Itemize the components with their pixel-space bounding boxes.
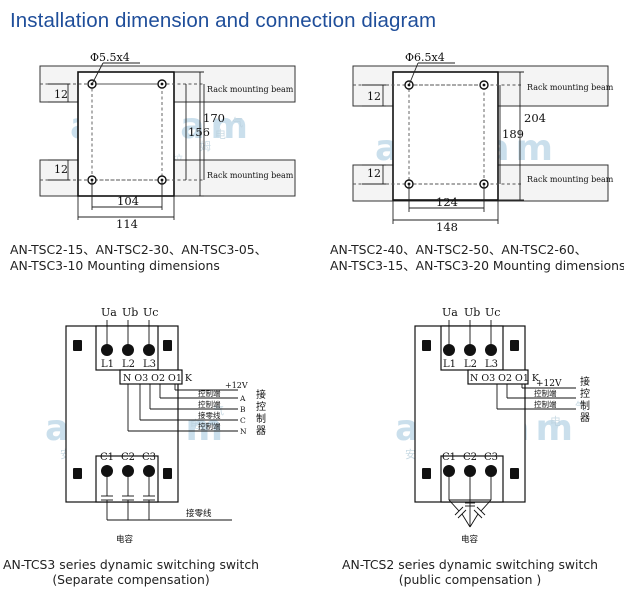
- watermark-cn-5: 气: [232, 115, 243, 129]
- controller-char-2: 制: [580, 399, 590, 412]
- caption-mount-right-line2: AN-TSC3-15、AN-TSC3-20 Mounting dimension…: [330, 258, 624, 273]
- caption-wiring-right-line2: (public compensation ): [398, 572, 542, 587]
- watermark-cn-17: 气: [575, 399, 586, 413]
- neutral-label: 接零线: [186, 508, 212, 519]
- beam-label-bottom: Rack mounting beam: [527, 175, 614, 184]
- beam-label-top: Rack mounting beam: [207, 85, 294, 94]
- dim-156: 156: [188, 125, 210, 139]
- controller-char-0: 接: [256, 388, 266, 401]
- terminal-l3: [485, 344, 497, 356]
- terminal-label-c2: C2: [121, 452, 135, 463]
- terminal-label-c2: C2: [463, 452, 477, 463]
- caption-wiring-right-line1: AN-TCS2 series dynamic switching switch: [341, 557, 598, 572]
- mount-plate: [392, 71, 499, 201]
- controller-char-2: 制: [256, 412, 266, 425]
- mount-plate: [77, 71, 175, 197]
- ctrl-letter-a: A: [239, 394, 246, 403]
- dim-189: 189: [502, 127, 524, 141]
- hole-spec-label: Φ6.5x4: [405, 51, 445, 64]
- terminal-label-l2: L2: [122, 359, 135, 370]
- ctrl-letter-b: B: [240, 405, 246, 414]
- terminal-c2: [464, 465, 476, 477]
- input-uc: Uc: [143, 306, 158, 319]
- caption-wiring-left-line2: (Separate compensation): [52, 572, 210, 587]
- ctrl-letter-n: N: [240, 427, 247, 436]
- mounting-drawing-left: Φ5.5x4 12 12 156 170 Rack mounting beam …: [39, 51, 296, 231]
- input-ua: Ua: [101, 306, 117, 319]
- dim-12-top: 12: [54, 88, 68, 101]
- dim-114: 114: [116, 217, 138, 231]
- dim-170: 170: [203, 111, 225, 125]
- terminal-label-l2: L2: [464, 359, 477, 370]
- watermark-cn-16: 电: [550, 415, 561, 428]
- control-terminal-labels: N O3 O2 O1 K: [470, 373, 540, 384]
- mounting-drawing-right: Φ6.5x4 12 12 204 189 Rack mounting beam …: [352, 51, 614, 234]
- ctrl-line-3: 控制端: [198, 421, 221, 431]
- terminal-l1: [443, 344, 455, 356]
- terminal-l3: [143, 344, 155, 356]
- beam-label-top: Rack mounting beam: [527, 83, 614, 92]
- dim-148: 148: [436, 220, 458, 234]
- caption-mount-left-line1: AN-TSC2-15、AN-TSC2-30、AN-TSC3-05、: [10, 242, 268, 257]
- control-terminal-labels: N O3 O2 O1 K: [123, 373, 193, 384]
- watermark-cn-10: 电: [190, 418, 201, 431]
- input-uc: Uc: [485, 306, 500, 319]
- caption-mount-left-line2: AN-TSC3-10 Mounting dimensions: [10, 258, 220, 273]
- terminal-label-l1: L1: [101, 359, 114, 370]
- controller-char-1: 控: [580, 387, 590, 400]
- terminal-l2: [464, 344, 476, 356]
- terminal-c1: [101, 465, 113, 477]
- plus-12v-label: +12V: [225, 381, 248, 390]
- dim-204: 204: [524, 111, 546, 125]
- wiring-diagram-right: Ua Ub Uc L1 L2 L3 N O3 O2 O1 K +12V 控制端 …: [414, 306, 590, 545]
- terminal-l2: [122, 344, 134, 356]
- terminal-c2: [122, 465, 134, 477]
- dim-12-bottom: 12: [54, 163, 68, 176]
- caption-mount-right-line1: AN-TSC2-40、AN-TSC2-50、AN-TSC2-60、: [330, 242, 588, 257]
- watermark-cn-4: 电: [215, 128, 226, 141]
- controller-char-3: 器: [256, 425, 266, 437]
- ctrl-line-0: 控制端: [198, 388, 221, 398]
- watermark-cn-11: 气: [213, 403, 224, 417]
- watermark-cn-12: 安: [405, 447, 416, 461]
- ctrl-line-2: 接零线: [198, 410, 221, 420]
- terminal-label-l1: L1: [443, 359, 456, 370]
- terminal-label-l3: L3: [485, 359, 498, 370]
- caption-wiring-left-line1: AN-TCS3 series dynamic switching switch: [2, 557, 259, 572]
- terminal-label-c1: C1: [100, 452, 114, 463]
- dim-104: 104: [117, 194, 139, 208]
- plus-12v-label: +12V: [536, 379, 562, 389]
- controller-char-0: 接: [580, 375, 590, 388]
- page-title: Installation dimension and connection di…: [10, 9, 437, 32]
- terminal-label-l3: L3: [143, 359, 156, 370]
- wiring-diagram-left: Ua Ub Uc L1 L2 L3 N O3 O2 O1 K +12V 控制端 …: [65, 306, 266, 545]
- input-ub: Ub: [464, 306, 480, 319]
- terminal-l1: [101, 344, 113, 356]
- ctrl-letter-c: C: [240, 416, 246, 425]
- input-ub: Ub: [122, 306, 138, 319]
- dim-12-bottom: 12: [367, 167, 381, 180]
- controller-char-1: 控: [256, 400, 266, 413]
- ctrl-line-1: 控制端: [198, 399, 221, 409]
- input-ua: Ua: [442, 306, 458, 319]
- controller-char-3: 器: [580, 412, 590, 424]
- ctrl-line-0: 控制端: [534, 388, 557, 398]
- terminal-label-c3: C3: [142, 452, 156, 463]
- hole-spec-label: Φ5.5x4: [90, 51, 130, 64]
- watermark-cn-2: 拉: [172, 152, 183, 166]
- watermark-cn-3: 姆: [200, 139, 211, 153]
- ctrl-line-1: 控制端: [534, 399, 557, 409]
- dim-124: 124: [436, 195, 458, 209]
- dim-12-top: 12: [367, 90, 381, 103]
- terminal-c3: [485, 465, 497, 477]
- capacitor-label: 电容: [116, 534, 134, 545]
- terminal-label-c3: C3: [484, 452, 498, 463]
- terminal-c3: [143, 465, 155, 477]
- terminal-c1: [443, 465, 455, 477]
- capacitor-label: 电容: [461, 534, 479, 545]
- beam-label-bottom: Rack mounting beam: [207, 171, 294, 180]
- terminal-label-c1: C1: [442, 452, 456, 463]
